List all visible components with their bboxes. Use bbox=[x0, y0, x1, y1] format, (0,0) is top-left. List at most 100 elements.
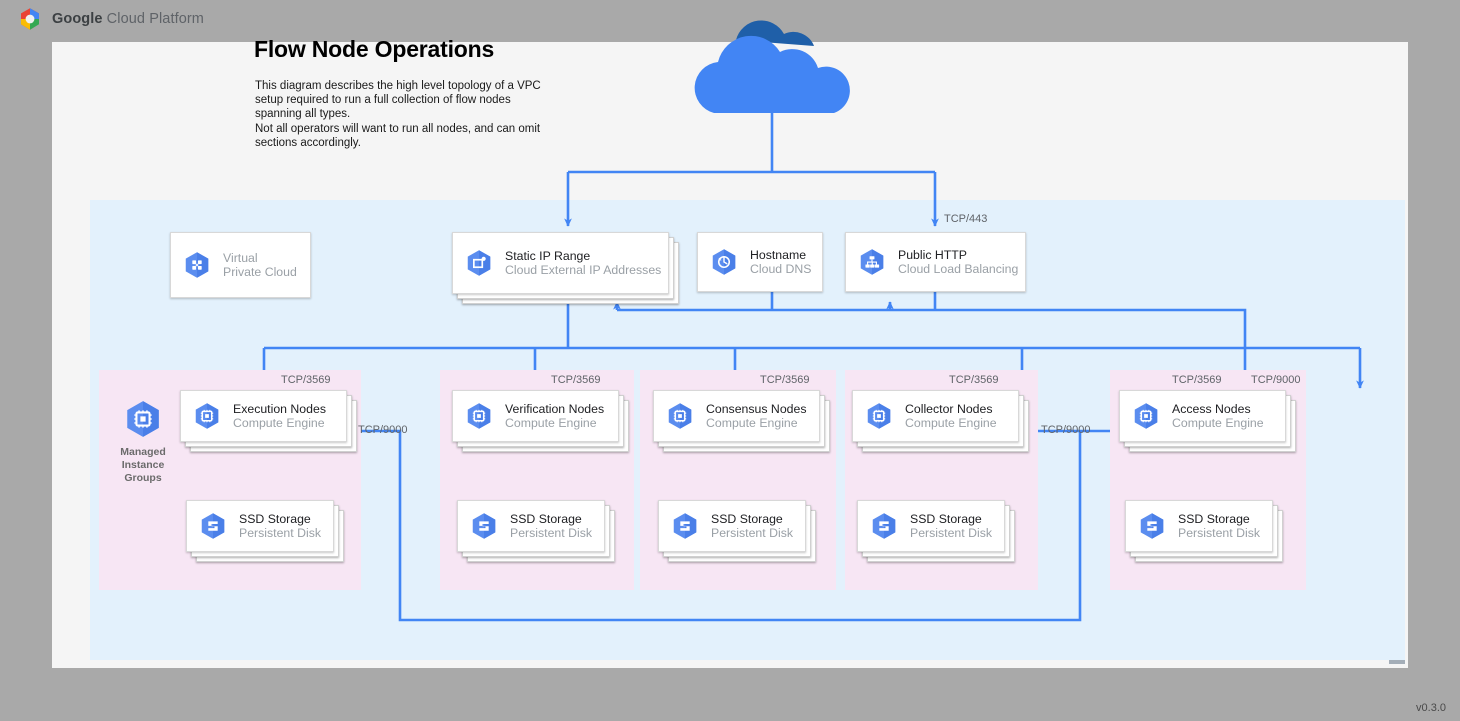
mig-label-line-2: Instance bbox=[121, 459, 165, 471]
card-text: Execution Nodes Compute Engine bbox=[233, 402, 326, 431]
mig-label: Managed Instance Groups bbox=[118, 446, 168, 485]
persistent-disk-icon bbox=[673, 513, 697, 539]
card-title: Consensus Nodes bbox=[706, 401, 807, 416]
card-ssd-storage-consensus[interactable]: SSD Storage Persistent Disk bbox=[658, 500, 816, 562]
card-consensus-nodes[interactable]: Consensus Nodes Compute Engine bbox=[653, 390, 830, 452]
card-face[interactable]: Verification Nodes Compute Engine bbox=[452, 390, 619, 442]
card-face[interactable]: Collector Nodes Compute Engine bbox=[852, 390, 1019, 442]
card-text: Collector Nodes Compute Engine bbox=[905, 402, 997, 431]
card-text: Consensus Nodes Compute Engine bbox=[706, 402, 806, 431]
compute-engine-icon bbox=[467, 403, 491, 429]
card-subtitle: Persistent Disk bbox=[1178, 526, 1261, 540]
port-label-access: TCP/3569 bbox=[1172, 374, 1222, 386]
page-title: Flow Node Operations bbox=[254, 36, 495, 62]
version-label: v0.3.0 bbox=[1416, 702, 1446, 714]
card-face[interactable]: SSD Storage Persistent Disk bbox=[658, 500, 806, 552]
compute-engine-icon bbox=[867, 403, 891, 429]
cloud-load-balancing-icon bbox=[860, 249, 884, 275]
card-title: Virtual bbox=[223, 250, 258, 265]
card-face[interactable]: SSD Storage Persistent Disk bbox=[186, 500, 334, 552]
card-text: Virtual Private Cloud bbox=[223, 251, 297, 280]
mig-label-line-3: Groups bbox=[124, 472, 162, 484]
card-text: Access Nodes Compute Engine bbox=[1172, 402, 1264, 431]
description-line-2: Not all operators will want to run all n… bbox=[255, 122, 541, 149]
card-subtitle: Persistent Disk bbox=[510, 526, 593, 540]
virtual-private-cloud-icon bbox=[185, 252, 209, 278]
port-label-consensus: TCP/3569 bbox=[760, 374, 810, 386]
card-public-http[interactable]: Public HTTP Cloud Load Balancing bbox=[845, 232, 1026, 292]
card-ssd-storage-access[interactable]: SSD Storage Persistent Disk bbox=[1125, 500, 1283, 562]
card-ssd-storage-collector[interactable]: SSD Storage Persistent Disk bbox=[857, 500, 1015, 562]
card-subtitle: Compute Engine bbox=[1172, 416, 1264, 430]
description-line-1: This diagram describes the high level to… bbox=[255, 80, 541, 121]
card-subtitle: Compute Engine bbox=[233, 416, 325, 430]
compute-engine-icon bbox=[195, 403, 219, 429]
card-execution-nodes[interactable]: Execution Nodes Compute Engine bbox=[180, 390, 357, 452]
persistent-disk-icon bbox=[1140, 513, 1164, 539]
card-title: Execution Nodes bbox=[233, 401, 326, 416]
card-subtitle: Cloud External IP Addresses bbox=[505, 263, 662, 277]
card-ssd-storage-verification[interactable]: SSD Storage Persistent Disk bbox=[457, 500, 615, 562]
card-text: SSD Storage Persistent Disk bbox=[1178, 512, 1260, 541]
card-title: SSD Storage bbox=[1178, 511, 1250, 526]
port-label-collector: TCP/3569 bbox=[949, 374, 999, 386]
card-face[interactable]: Static IP Range Cloud External IP Addres… bbox=[452, 232, 669, 294]
compute-engine-icon bbox=[1134, 403, 1158, 429]
card-text: SSD Storage Persistent Disk bbox=[711, 512, 793, 541]
card-access-nodes[interactable]: Access Nodes Compute Engine bbox=[1119, 390, 1296, 452]
card-subtitle: Persistent Disk bbox=[711, 526, 794, 540]
card-collector-nodes[interactable]: Collector Nodes Compute Engine bbox=[852, 390, 1029, 452]
card-subtitle: Cloud Load Balancing bbox=[898, 262, 1019, 276]
card-title: Access Nodes bbox=[1172, 401, 1251, 416]
card-face[interactable]: Virtual Private Cloud bbox=[170, 232, 311, 298]
card-face[interactable]: Hostname Cloud DNS bbox=[697, 232, 823, 292]
gcp-brand-text: Google Cloud Platform bbox=[52, 11, 204, 27]
persistent-disk-icon bbox=[201, 513, 225, 539]
card-face[interactable]: SSD Storage Persistent Disk bbox=[857, 500, 1005, 552]
persistent-disk-icon bbox=[872, 513, 896, 539]
card-face[interactable]: Execution Nodes Compute Engine bbox=[180, 390, 347, 442]
card-title: SSD Storage bbox=[711, 511, 783, 526]
card-hostname[interactable]: Hostname Cloud DNS bbox=[697, 232, 823, 292]
card-face[interactable]: Public HTTP Cloud Load Balancing bbox=[845, 232, 1026, 292]
card-face[interactable]: Consensus Nodes Compute Engine bbox=[653, 390, 820, 442]
mig-label-line-1: Managed bbox=[120, 446, 166, 458]
card-title: Collector Nodes bbox=[905, 401, 993, 416]
card-title: SSD Storage bbox=[510, 511, 582, 526]
card-subtitle: Cloud DNS bbox=[750, 262, 812, 276]
card-ssd-storage-execution[interactable]: SSD Storage Persistent Disk bbox=[186, 500, 344, 562]
card-text: SSD Storage Persistent Disk bbox=[510, 512, 592, 541]
cloud-external-ip-addresses-icon bbox=[467, 250, 491, 276]
managed-instance-groups: Managed Instance Groups bbox=[118, 398, 168, 485]
card-subtitle: Private Cloud bbox=[223, 265, 297, 279]
cloud-icon bbox=[694, 20, 850, 113]
card-text: SSD Storage Persistent Disk bbox=[239, 512, 321, 541]
card-virtual-private-cloud[interactable]: Virtual Private Cloud bbox=[170, 232, 311, 298]
card-subtitle: Persistent Disk bbox=[239, 526, 322, 540]
card-face[interactable]: SSD Storage Persistent Disk bbox=[1125, 500, 1273, 552]
card-title: SSD Storage bbox=[239, 511, 311, 526]
card-subtitle: Persistent Disk bbox=[910, 526, 993, 540]
compute-engine-icon bbox=[668, 403, 692, 429]
card-subtitle: Compute Engine bbox=[905, 416, 997, 430]
card-face[interactable]: Access Nodes Compute Engine bbox=[1119, 390, 1286, 442]
port-label-verification: TCP/3569 bbox=[551, 374, 601, 386]
card-subtitle: Compute Engine bbox=[706, 416, 798, 430]
port-label-execution-9000: TCP/9000 bbox=[358, 424, 408, 436]
port-label-collector-9000: TCP/9000 bbox=[1041, 424, 1091, 436]
port-label-https: TCP/443 bbox=[944, 213, 988, 225]
port-label-access-9000: TCP/9000 bbox=[1251, 374, 1301, 386]
card-text: SSD Storage Persistent Disk bbox=[910, 512, 992, 541]
gcp-brand-bold: Google bbox=[52, 11, 103, 27]
card-static-ip-range[interactable]: Static IP Range Cloud External IP Addres… bbox=[452, 232, 679, 304]
card-verification-nodes[interactable]: Verification Nodes Compute Engine bbox=[452, 390, 629, 452]
gcp-header: Google Cloud Platform bbox=[0, 0, 1460, 38]
card-text: Verification Nodes Compute Engine bbox=[505, 402, 604, 431]
card-face[interactable]: SSD Storage Persistent Disk bbox=[457, 500, 605, 552]
card-text: Hostname Cloud DNS bbox=[750, 248, 812, 277]
card-title: SSD Storage bbox=[910, 511, 982, 526]
card-title: Public HTTP bbox=[898, 247, 968, 262]
card-subtitle: Compute Engine bbox=[505, 416, 597, 430]
card-title: Static IP Range bbox=[505, 248, 591, 263]
gcp-brand-rest: Cloud Platform bbox=[102, 11, 204, 27]
